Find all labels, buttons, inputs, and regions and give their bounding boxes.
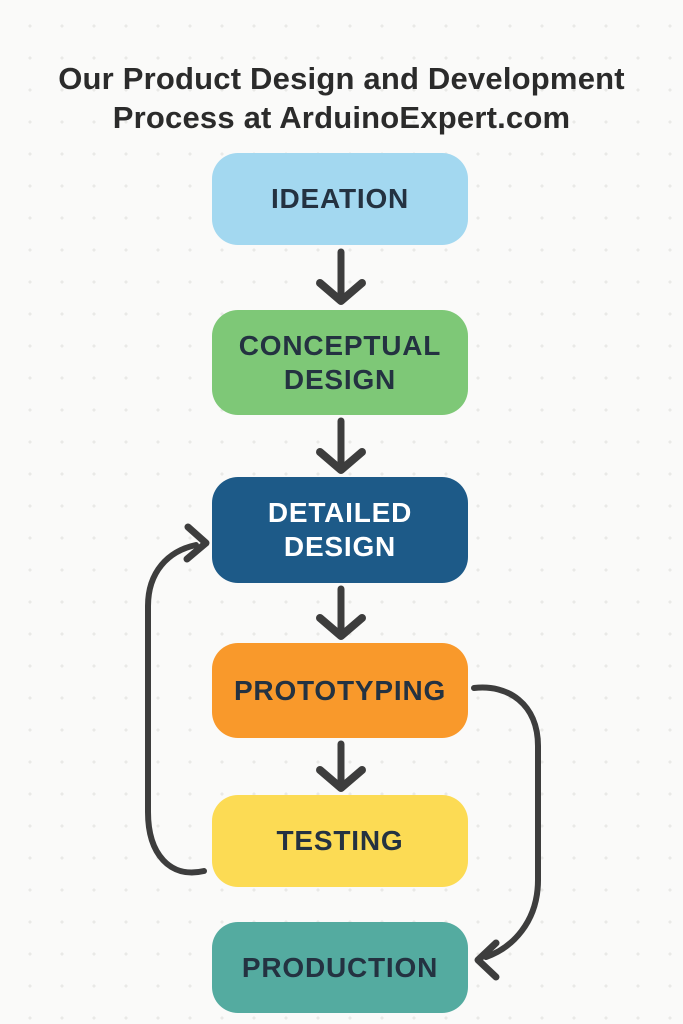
down-arrow-icon xyxy=(316,740,366,792)
step-production: PRODUCTION xyxy=(212,922,468,1013)
page-title: Our Product Design and Development Proce… xyxy=(0,59,683,137)
step-ideation: IDEATION xyxy=(212,153,468,245)
step-label: PRODUCTION xyxy=(241,951,439,983)
step-testing: TESTING xyxy=(212,795,468,887)
step-label: PROTOTYPING xyxy=(233,674,447,706)
page-title-line-2: Process at ArduinoExpert.com xyxy=(112,99,571,135)
step-label: DESIGN xyxy=(283,363,397,395)
page-title-line-1: Our Product Design and Development xyxy=(58,60,625,96)
step-detailed-design: DETAILED DESIGN xyxy=(212,477,468,583)
skip-loop-arrow-icon xyxy=(471,684,541,981)
step-label: IDEATION xyxy=(270,183,410,214)
step-label: DETAILED xyxy=(267,497,413,528)
step-conceptual-design: CONCEPTUAL DESIGN xyxy=(212,310,468,415)
step-label: CONCEPTUAL xyxy=(238,329,442,361)
down-arrow-icon xyxy=(316,417,366,474)
down-arrow-icon xyxy=(316,585,366,640)
step-label: DESIGN xyxy=(283,531,397,562)
step-label: TESTING xyxy=(276,825,404,856)
down-arrow-icon xyxy=(316,248,366,305)
step-prototyping: PROTOTYPING xyxy=(212,643,468,738)
feedback-loop-arrow-icon xyxy=(145,523,210,876)
